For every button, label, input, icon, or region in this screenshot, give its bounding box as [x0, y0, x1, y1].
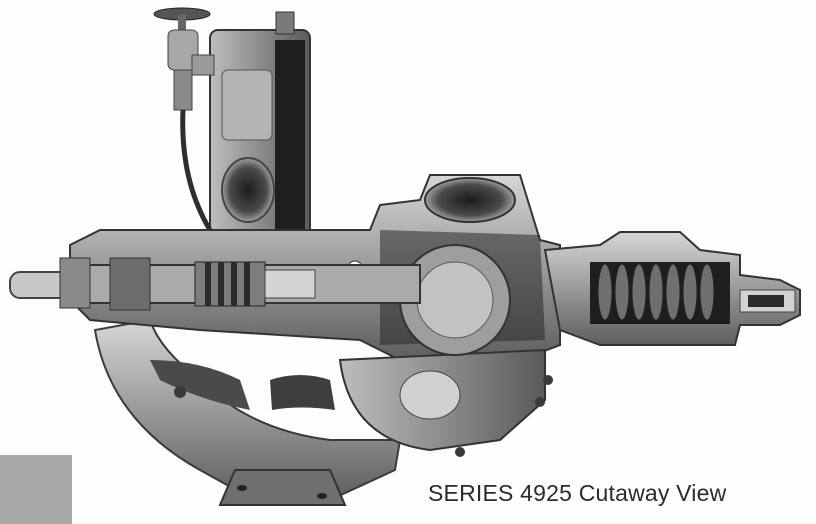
figure-caption: SERIES 4925 Cutaway View	[428, 480, 727, 506]
pump-shaft	[9, 257, 421, 311]
gray-color-block	[0, 455, 72, 524]
pump-base	[93, 318, 402, 506]
hand-valve	[153, 7, 215, 232]
pump-casing	[69, 174, 561, 452]
spring-assembly	[543, 231, 801, 346]
casing-bolts	[174, 375, 553, 457]
relief-valve-housing	[209, 11, 311, 241]
